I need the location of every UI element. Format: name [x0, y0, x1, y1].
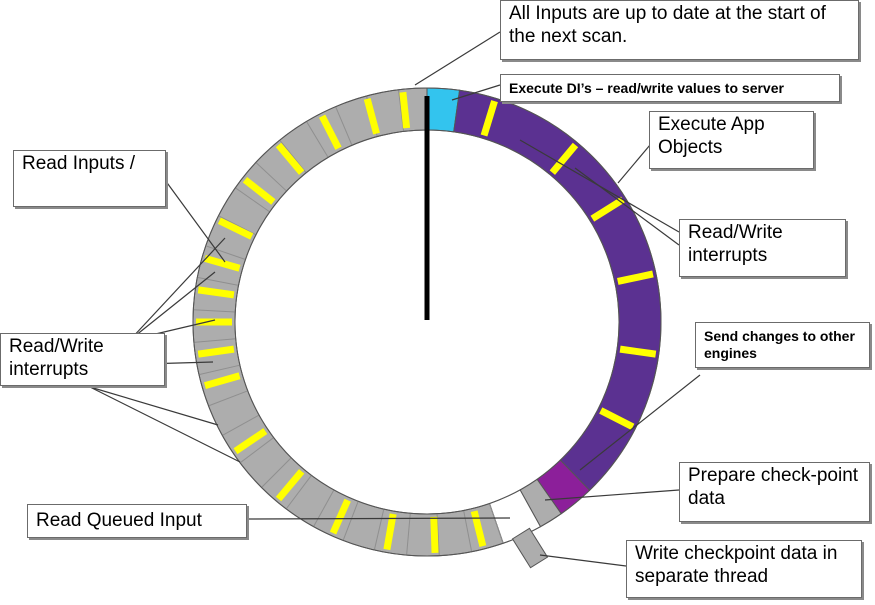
callout-execute-app-objects: Execute App Objects [649, 111, 814, 169]
interrupt-marker [599, 407, 635, 430]
callout-all-inputs-text: All Inputs are up to date at the start o… [509, 3, 826, 47]
interrupt-marker [233, 428, 268, 455]
ring-divider [489, 503, 504, 544]
interrupt-marker [242, 177, 276, 205]
callout-read-inputs: Read Inputs / [13, 150, 166, 207]
ring-divider [406, 513, 411, 556]
ring-divider [198, 364, 241, 376]
interrupt-marker [590, 196, 625, 222]
interrupt-marker [399, 91, 411, 129]
ring-divider [193, 338, 236, 343]
ring-divider [261, 457, 292, 488]
callout-read-queued-input: Read Queued Input [27, 504, 247, 538]
ring-divider [285, 475, 312, 510]
interrupt-marker [275, 469, 305, 502]
callout-write-checkpoint: Write checkpoint data in separate thread [626, 540, 862, 598]
callout-read-write-right-text: Read/Write interrupts [688, 222, 783, 266]
interrupt-marker [363, 97, 380, 135]
ring-divider [306, 121, 329, 158]
interrupt-marker [203, 372, 241, 390]
interrupt-marker [383, 513, 397, 551]
segment-read-inputs [192, 87, 504, 557]
callout-read-write-right: Read/Write interrupts [679, 219, 846, 277]
interrupt-marker [275, 142, 305, 175]
interrupt-marker [197, 345, 235, 358]
ring-divider [208, 390, 248, 407]
interrupt-marker [549, 142, 579, 175]
ring-divider [239, 437, 274, 464]
callout-execute-app-objects-text: Execute App Objects [658, 114, 765, 158]
ring-divider [373, 508, 385, 551]
callout-read-queued-input-text: Read Queued Input [36, 510, 202, 531]
callout-prepare-checkpoint: Prepare check-point data [679, 462, 870, 522]
callout-send-changes: Send changes to other engines [695, 322, 870, 368]
scan-ring [192, 87, 662, 557]
interrupt-marker [619, 345, 657, 358]
interrupt-markers [196, 91, 657, 553]
interrupt-marker [480, 100, 498, 137]
leader-lines [89, 31, 701, 567]
ring-outer-edge [192, 87, 662, 557]
callout-read-inputs-text: Read Inputs / [22, 153, 136, 174]
callout-send-changes-text: Send changes to other engines [704, 328, 855, 361]
interrupt-marker [217, 217, 254, 240]
interrupt-marker [329, 498, 351, 535]
callout-execute-dis-text: Execute DI’s – read/write values to serv… [509, 80, 784, 96]
ring-divider [463, 510, 473, 552]
interrupt-marker [617, 270, 654, 285]
callout-execute-dis: Execute DI’s – read/write values to serv… [500, 74, 840, 102]
ring-divider [235, 187, 271, 213]
ring-divider [205, 245, 246, 260]
callout-prepare-checkpoint-text: Prepare check-point data [688, 465, 859, 509]
interrupt-marker [203, 254, 241, 272]
callout-write-checkpoint-text: Write checkpoint data in separate thread [635, 543, 838, 587]
ring-divider [255, 162, 287, 192]
ring-divider [197, 276, 239, 286]
ring-divider [222, 414, 260, 436]
ring-divider [342, 501, 359, 541]
interrupt-marker [319, 114, 342, 150]
interrupt-marker [470, 510, 487, 547]
interrupt-marker [430, 516, 439, 553]
checkpoint-thread-tab [511, 527, 549, 569]
callout-read-write-left: Read/Write interrupts [0, 333, 165, 386]
ring-divider [193, 309, 236, 313]
interrupt-marker [197, 286, 235, 299]
ring-divider [313, 489, 335, 527]
ring-divider [335, 106, 353, 146]
callout-all-inputs: All Inputs are up to date at the start o… [500, 0, 859, 60]
callout-read-write-left-text: Read/Write interrupts [9, 336, 104, 380]
